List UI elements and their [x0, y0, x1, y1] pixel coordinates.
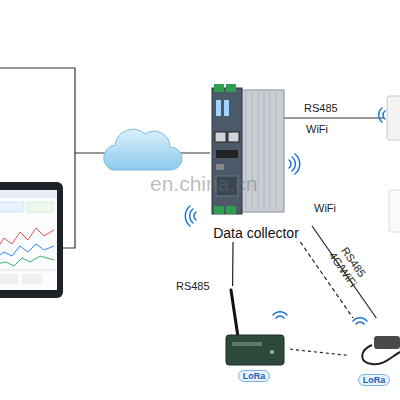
lora-sensor-node: LoRa: [348, 318, 400, 394]
signal-label: WiFi: [306, 123, 328, 135]
wireless-link: [290, 349, 348, 355]
lora-sensor: [362, 336, 400, 364]
wifi-icons: [185, 108, 385, 324]
tablet-monitor: [0, 182, 63, 298]
link-label: RS485: [171, 280, 215, 293]
lora-gateway-node: LoRa: [218, 286, 290, 390]
radio-tag: LoRa: [358, 374, 391, 386]
watermark: en.china.cn: [150, 172, 257, 196]
radio-tag: LoRa: [238, 370, 271, 382]
link-label: RS485 4G/WiFi: [323, 238, 373, 294]
signal-label: RS485: [304, 102, 338, 114]
signal-label: WiFi: [314, 202, 336, 214]
gateway-device: Data collector: [200, 82, 312, 242]
field-devices: [387, 96, 400, 232]
device-caption: Data collector: [213, 225, 299, 241]
wired-link: [232, 242, 234, 286]
cloud-icon: [104, 129, 182, 170]
lora-gateway: [226, 290, 284, 365]
